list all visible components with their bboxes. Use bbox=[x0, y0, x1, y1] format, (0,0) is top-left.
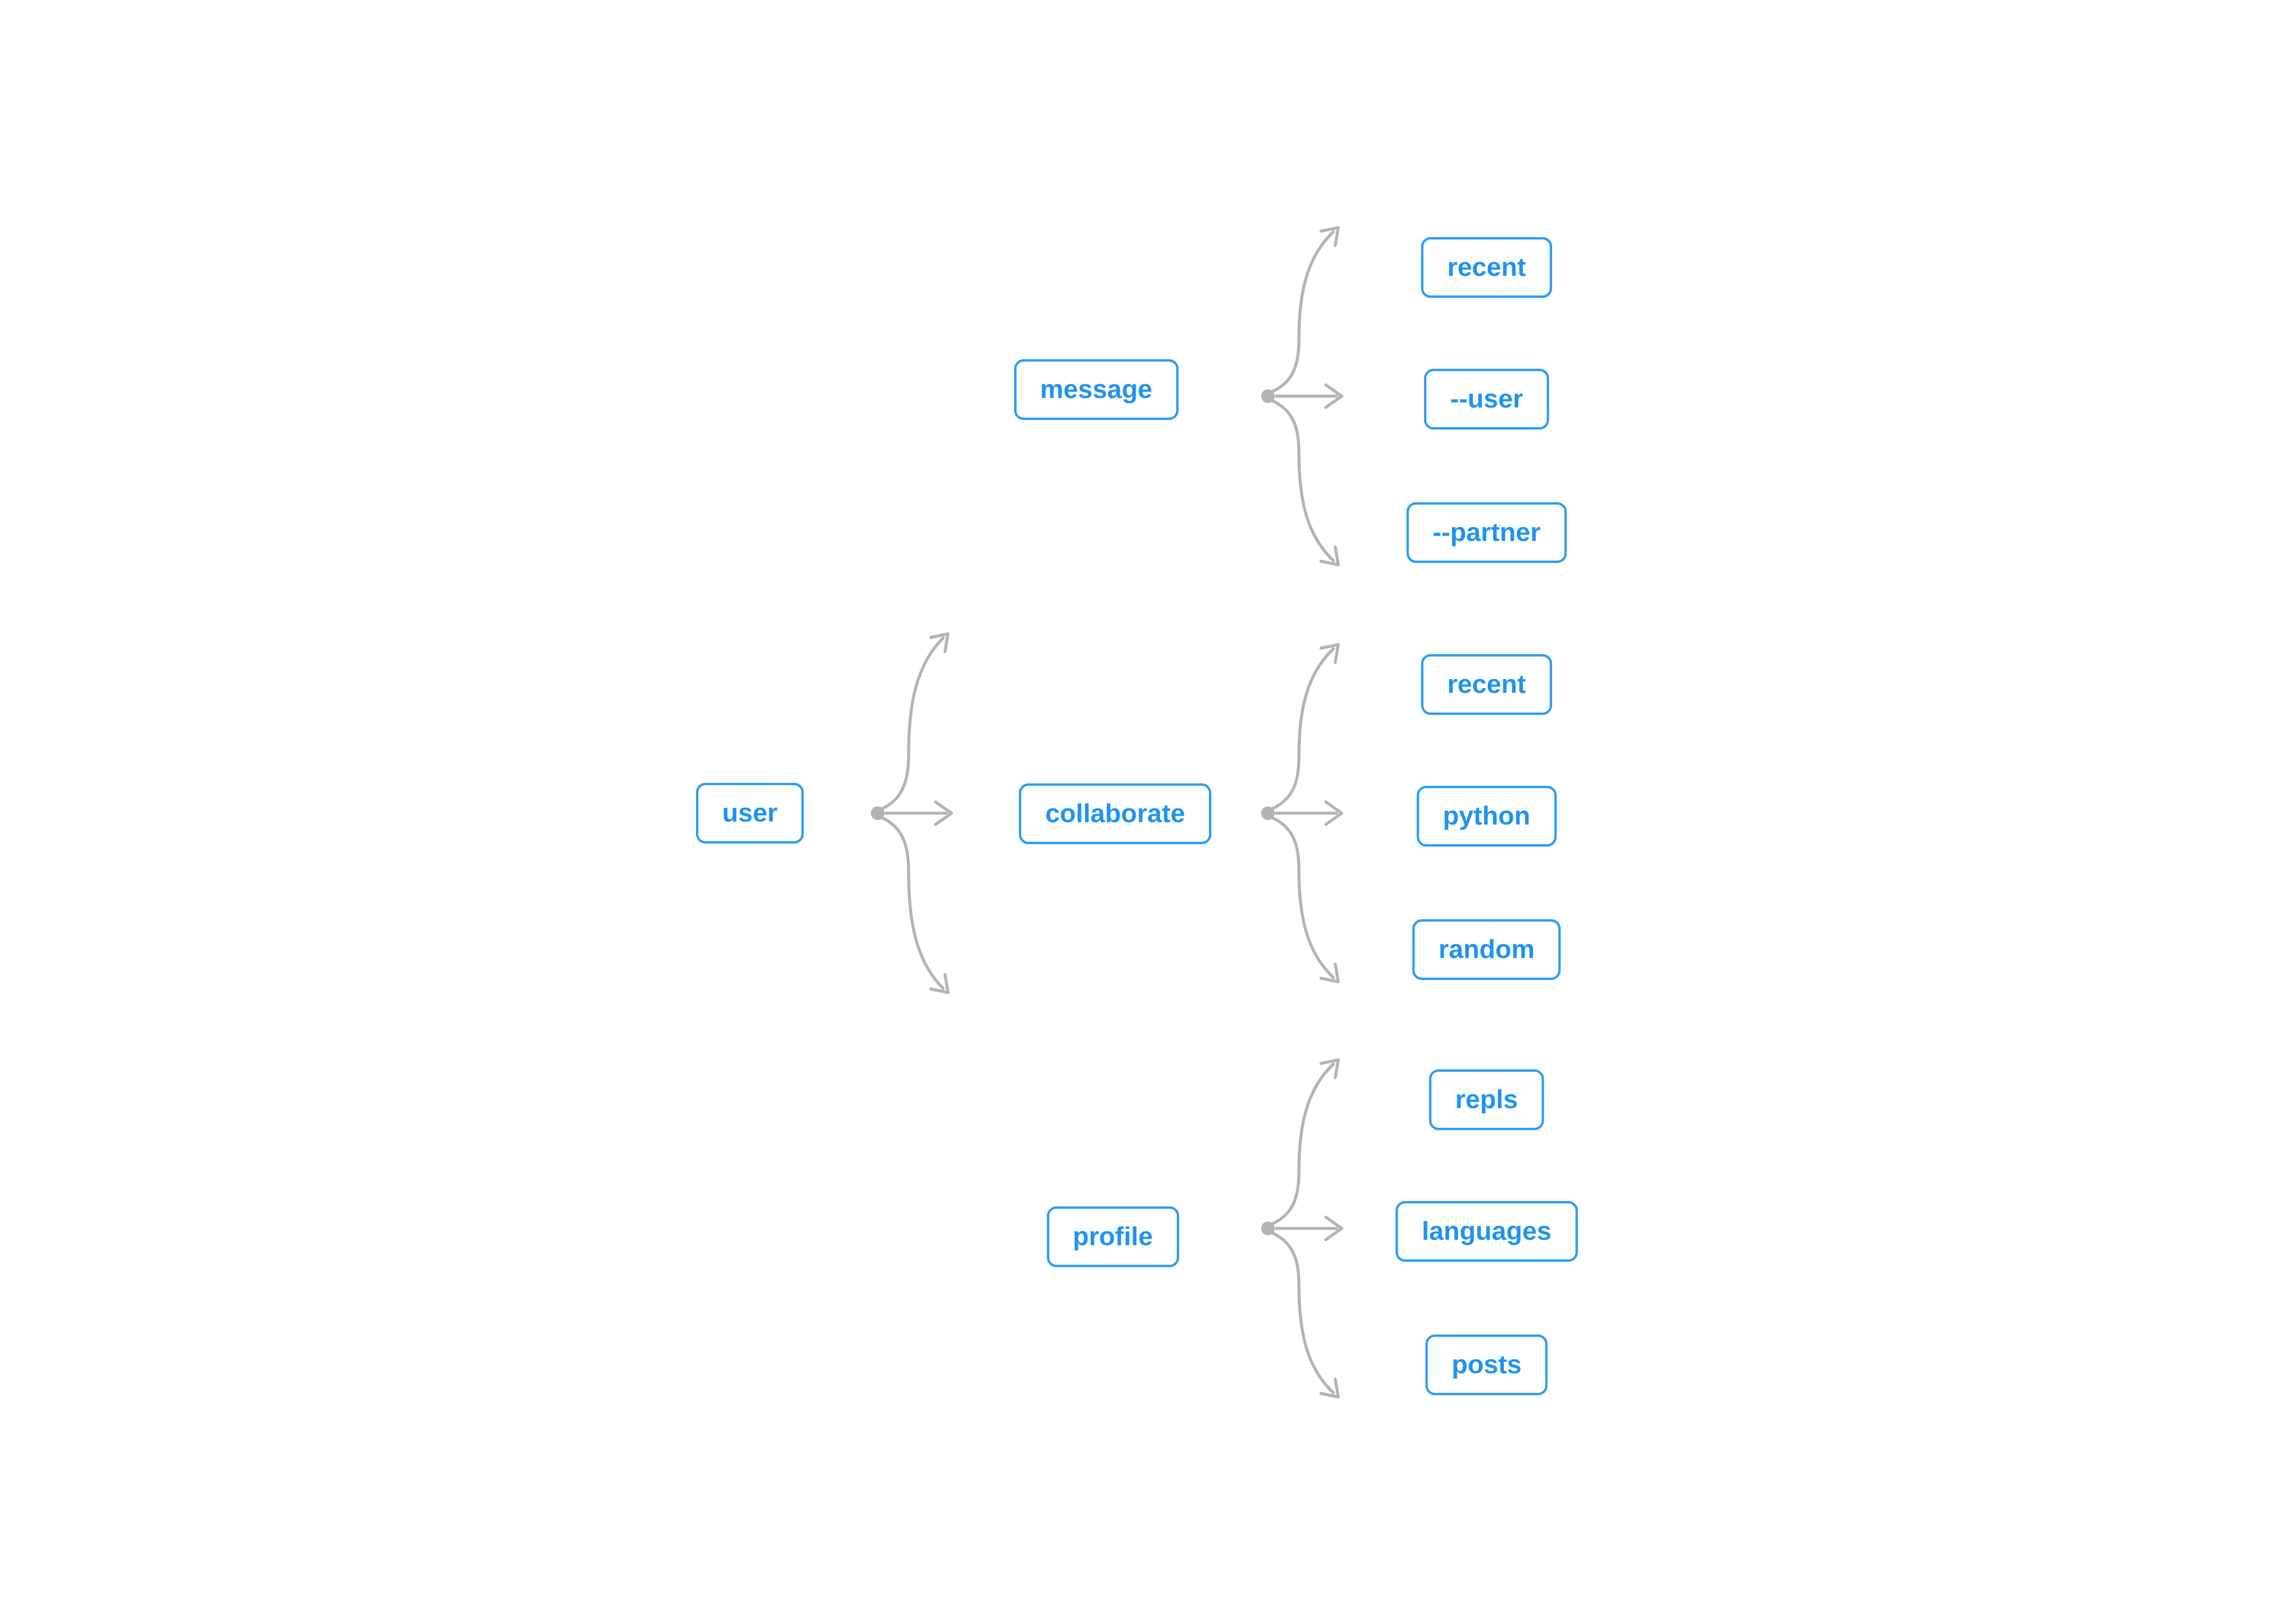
fan-collaborate bbox=[1261, 643, 1344, 984]
node-collaborate: collaborate bbox=[1019, 783, 1211, 844]
node-message-recent: recent bbox=[1420, 237, 1553, 298]
arrowhead-up bbox=[1319, 226, 1340, 247]
node-profile-languages: languages bbox=[1395, 1201, 1578, 1262]
node-user: user bbox=[696, 783, 804, 844]
fan-curve-up bbox=[1271, 230, 1335, 393]
arrowhead-middle bbox=[1324, 800, 1344, 826]
node-collaborate-recent: recent bbox=[1420, 654, 1553, 715]
fan-curve-down bbox=[1271, 399, 1335, 562]
branch-dot bbox=[1261, 806, 1275, 820]
branch-dot bbox=[871, 806, 885, 820]
fan-curve-down bbox=[1271, 1231, 1335, 1395]
arrowhead-middle bbox=[934, 800, 953, 826]
node-message: message bbox=[1014, 359, 1179, 420]
fan-curve-down bbox=[1271, 816, 1335, 979]
node-profile-posts: posts bbox=[1425, 1334, 1548, 1395]
fan-profile bbox=[1261, 1058, 1344, 1399]
arrowhead-down bbox=[1319, 1377, 1340, 1399]
node-message-partner-flag: --partner bbox=[1406, 502, 1567, 563]
fan-curve-down bbox=[881, 816, 945, 990]
node-message-user-flag: --user bbox=[1423, 369, 1550, 430]
fan-curve-up bbox=[1271, 1062, 1335, 1225]
branch-dot bbox=[1261, 389, 1275, 403]
fan-message bbox=[1261, 226, 1344, 567]
node-collaborate-python: python bbox=[1416, 786, 1557, 847]
arrowhead-down bbox=[929, 973, 950, 994]
arrowhead-down bbox=[1319, 545, 1340, 567]
arrowhead-up bbox=[1319, 1058, 1340, 1079]
node-profile: profile bbox=[1046, 1206, 1179, 1267]
fan-curve-up bbox=[1271, 647, 1335, 810]
fan-user bbox=[871, 632, 953, 994]
arrowhead-up bbox=[1319, 643, 1340, 664]
node-collaborate-random: random bbox=[1412, 919, 1561, 980]
arrowhead-up bbox=[929, 632, 950, 654]
node-profile-repls: repls bbox=[1429, 1069, 1544, 1130]
arrowhead-middle bbox=[1324, 383, 1344, 409]
arrowhead-middle bbox=[1324, 1215, 1344, 1242]
fan-curve-up bbox=[881, 636, 945, 810]
arrowhead-down bbox=[1319, 962, 1340, 984]
branch-dot bbox=[1261, 1221, 1275, 1236]
